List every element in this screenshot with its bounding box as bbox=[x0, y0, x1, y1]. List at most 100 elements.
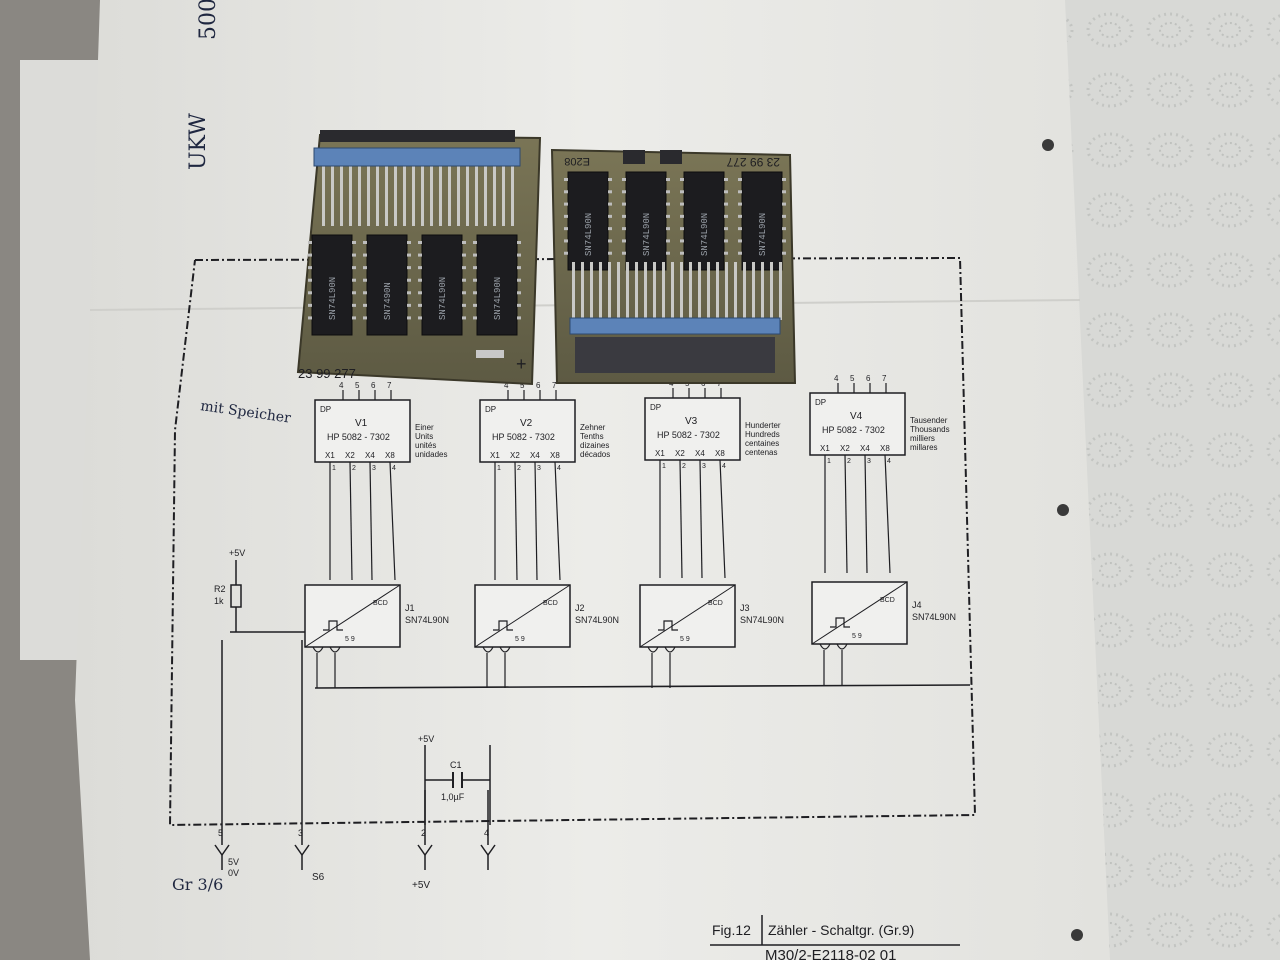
display-caption: Units bbox=[415, 432, 433, 441]
connector-number: 4 bbox=[484, 828, 489, 838]
header-pin bbox=[457, 166, 460, 226]
header-pin bbox=[698, 262, 701, 320]
display-pin-bottom: X1 bbox=[820, 444, 830, 453]
counter-part: SN74L90N bbox=[575, 615, 619, 625]
c1-ref: C1 bbox=[450, 760, 462, 770]
display-pin-number: 3 bbox=[372, 465, 376, 472]
display-pin-bottom: X2 bbox=[510, 451, 520, 460]
connector-number: 3 bbox=[298, 828, 303, 838]
r2-ref: R2 bbox=[214, 584, 226, 594]
connector-label: Gr 3/6 bbox=[172, 875, 223, 894]
display-pin-top: 6 bbox=[536, 381, 541, 390]
connector-number: 5 bbox=[218, 828, 223, 838]
counter-part: SN74L90N bbox=[405, 615, 449, 625]
display-pin-number: 2 bbox=[847, 458, 851, 465]
header-pin bbox=[761, 262, 764, 320]
display-caption: centenas bbox=[745, 448, 777, 457]
header-pin bbox=[689, 262, 692, 320]
header-pin bbox=[752, 262, 755, 320]
ic-chip: SN74L90N bbox=[738, 171, 786, 271]
connector-pin: 4 bbox=[480, 790, 496, 870]
counter-bcd: BCD bbox=[543, 600, 558, 607]
header-pin bbox=[653, 262, 656, 320]
header-pin bbox=[493, 166, 496, 226]
display-pin-bottom: X1 bbox=[490, 451, 500, 460]
display-caption: Zehner bbox=[580, 423, 606, 432]
header-pin bbox=[322, 166, 325, 226]
display-pin-number: 1 bbox=[497, 465, 501, 472]
handwritten-top-note: 500 bbox=[196, 0, 221, 40]
display-pin-top: 7 bbox=[882, 374, 887, 383]
display-pin-bottom: X1 bbox=[325, 451, 335, 460]
header-pin bbox=[644, 262, 647, 320]
header-pin bbox=[340, 166, 343, 226]
display-ref: V1 bbox=[355, 418, 368, 429]
ic-chip: SN74L90N bbox=[622, 171, 670, 271]
display-pin-bottom: X8 bbox=[880, 444, 890, 453]
header-pin bbox=[421, 166, 424, 226]
header-pin bbox=[671, 262, 674, 320]
punch-hole bbox=[1071, 929, 1083, 941]
display-pin-number: 1 bbox=[827, 458, 831, 465]
display-pin-top: 6 bbox=[371, 381, 376, 390]
display-pin-bottom: X8 bbox=[550, 451, 560, 460]
header-pin bbox=[725, 262, 728, 320]
c1-value: 1,0µF bbox=[441, 792, 465, 802]
header-pin bbox=[743, 262, 746, 320]
header-pin bbox=[707, 262, 710, 320]
display-caption: décados bbox=[580, 450, 610, 459]
header-connector bbox=[623, 150, 645, 164]
display-dp: DP bbox=[485, 405, 496, 414]
display-pin-number: 2 bbox=[352, 465, 356, 472]
connector-label: S6 bbox=[312, 872, 325, 883]
display-pin-top: 5 bbox=[850, 374, 855, 383]
chip-label: SN74L90N bbox=[642, 213, 652, 256]
punch-hole bbox=[1057, 504, 1069, 516]
display-caption: Thousands bbox=[910, 425, 950, 434]
connector-number: 2 bbox=[421, 828, 426, 838]
handwritten-ukw: UKW bbox=[186, 113, 211, 170]
display-dp: DP bbox=[815, 398, 826, 407]
header-pin bbox=[349, 166, 352, 226]
connector-pin: 2+5V bbox=[412, 790, 433, 891]
display-pin-top: 4 bbox=[339, 381, 344, 390]
display-caption: milliers bbox=[910, 434, 935, 443]
pulse-high: 5V bbox=[228, 857, 239, 867]
header-pin bbox=[680, 262, 683, 320]
display-ref: V3 bbox=[685, 416, 698, 427]
counter-bcd: BCD bbox=[880, 597, 895, 604]
header-pin bbox=[734, 262, 737, 320]
display-pin-bottom: X4 bbox=[365, 451, 375, 460]
header-pin bbox=[466, 166, 469, 226]
display-pin-number: 2 bbox=[682, 463, 686, 470]
counter-ref: J4 bbox=[912, 600, 922, 610]
figure-title: Zähler - Schaltgr. (Gr.9) bbox=[768, 922, 914, 938]
chip-label: SN74L90N bbox=[493, 277, 503, 320]
display-part: HP 5082 - 7302 bbox=[657, 430, 720, 440]
header-pin bbox=[376, 166, 379, 226]
display-pin-top: 7 bbox=[552, 381, 557, 390]
header-pin bbox=[358, 166, 361, 226]
header-pin bbox=[331, 166, 334, 226]
ic-chip: SN74L90N bbox=[473, 234, 521, 336]
c1-supply: +5V bbox=[418, 734, 434, 744]
header-pin bbox=[635, 262, 638, 320]
display-pin-top: 5 bbox=[520, 381, 525, 390]
ic-chip: SN74L90N bbox=[418, 234, 466, 336]
counter-part: SN74L90N bbox=[912, 612, 956, 622]
frame-wire bbox=[168, 256, 977, 827]
connector-pin: 3S6 bbox=[294, 640, 325, 883]
display-pin-number: 3 bbox=[867, 458, 871, 465]
chip-label: SN74L90N bbox=[328, 277, 338, 320]
display-pin-bottom: X4 bbox=[530, 451, 540, 460]
display-caption: Hundreds bbox=[745, 430, 780, 439]
display-pin-number: 4 bbox=[722, 463, 726, 470]
